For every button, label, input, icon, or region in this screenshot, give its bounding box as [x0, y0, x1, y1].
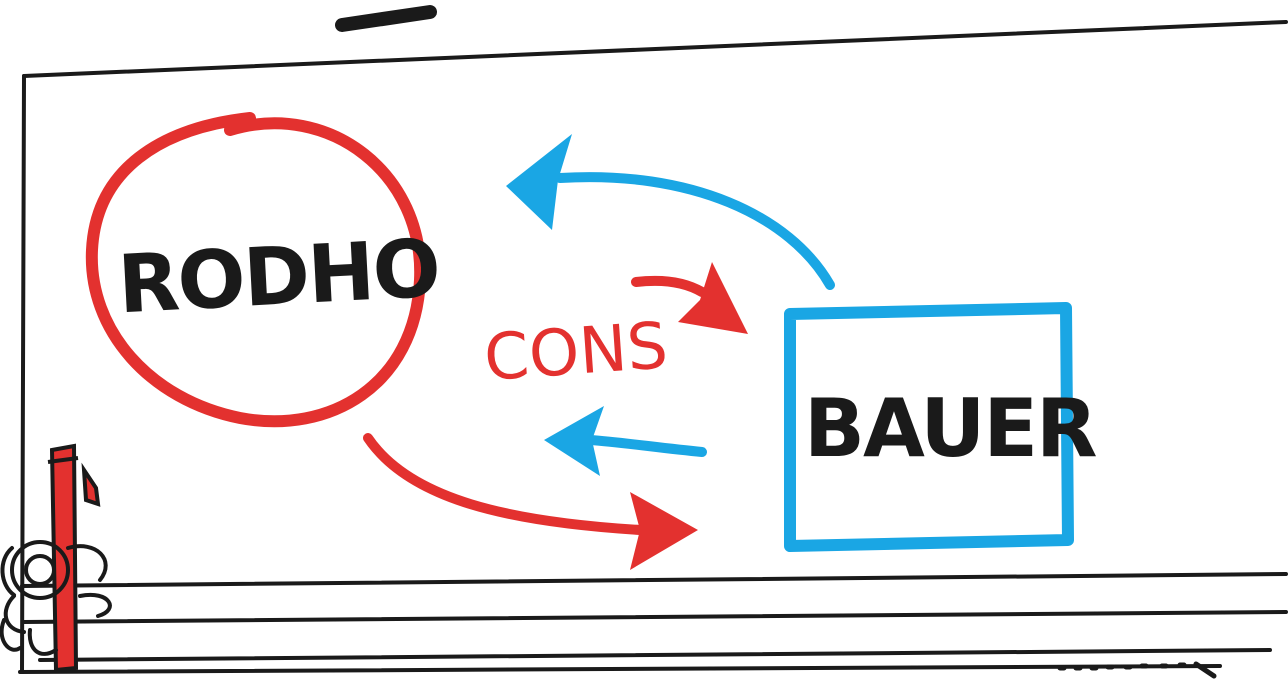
top-dash-mark: [335, 5, 437, 32]
edge-short-red-arrow: [631, 262, 748, 334]
bauer-label: BAUER: [804, 382, 1096, 475]
tray-marks: [1057, 661, 1217, 679]
bauer-box: [784, 302, 1074, 552]
cons-label: CONS: [482, 309, 670, 396]
whiteboard-frame: [18, 20, 1288, 674]
edge-short-blue-arrow: [544, 406, 707, 476]
rodho-label: RODHO: [116, 222, 441, 332]
edge-upper-blue-arrow: [506, 134, 835, 290]
rodho-node: RODHO: [85, 112, 441, 428]
marker-rose-doodle: [0, 443, 112, 673]
edge-lower-red-arrow: [363, 433, 698, 570]
bauer-node: BAUER: [784, 302, 1098, 552]
rodho-circle: [85, 112, 427, 428]
